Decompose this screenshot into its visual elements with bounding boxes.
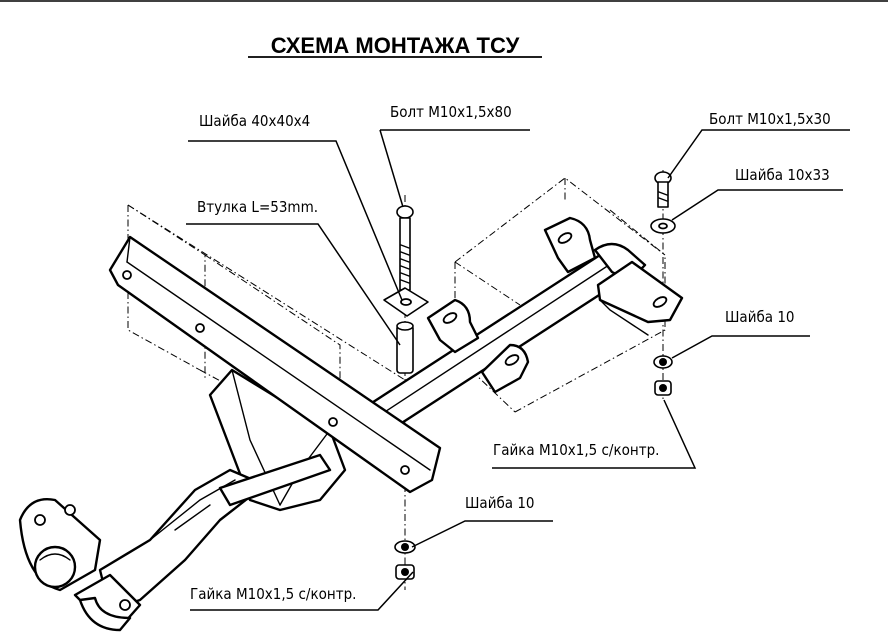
tube-brackets xyxy=(426,216,684,394)
bracket-tab-upper xyxy=(543,216,597,274)
label-bushing: Втулка L=53mm. xyxy=(197,198,318,216)
label-nut-right: Гайка М10х1,5 с/контр. xyxy=(493,441,659,459)
towbar-main-arm xyxy=(98,368,347,612)
label-washer-10-bottom: Шайба 10 xyxy=(465,494,535,512)
label-washer-10-right: Шайба 10 xyxy=(725,308,795,326)
callout-labels: Шайба 40х40х4 Болт М10х1,5х80 Втулка L=5… xyxy=(190,103,831,603)
right-fastener-stack xyxy=(650,171,676,396)
angle-beam xyxy=(108,235,442,494)
tow-ball-assembly xyxy=(18,498,142,632)
label-washer-10x33: Шайба 10х33 xyxy=(735,166,830,184)
bushing xyxy=(396,324,414,374)
label-nut-bottom: Гайка М10х1,5 с/контр. xyxy=(190,585,356,603)
diagram-title: СХЕМА МОНТАЖА ТСУ xyxy=(271,33,520,58)
leader-lines xyxy=(186,129,850,611)
label-washer-40: Шайба 40х40х4 xyxy=(199,112,310,130)
bolt-80-head xyxy=(396,205,414,219)
label-bolt-80: Болт М10х1,5х80 xyxy=(390,103,512,121)
bracket-tab-left xyxy=(426,298,480,354)
tow-ball xyxy=(33,545,77,589)
label-bolt-30: Болт М10х1,5х30 xyxy=(709,110,831,128)
bolt-30-shank xyxy=(657,181,669,208)
